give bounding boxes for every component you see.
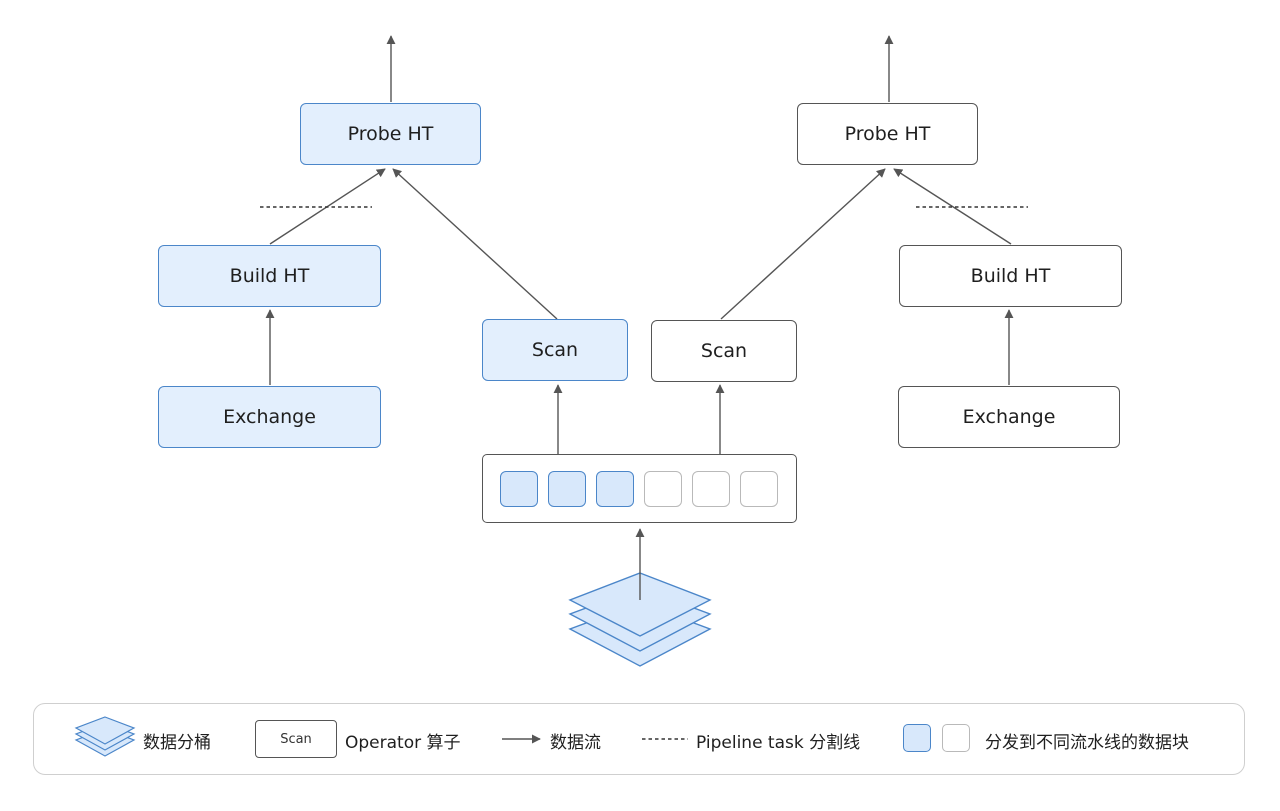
legend-pipeline-label: Pipeline task 分割线: [696, 733, 861, 753]
data-block-blue: [596, 470, 634, 507]
right-probe-ht-node: Probe HT: [797, 103, 978, 165]
legend-white-block-icon: [942, 724, 970, 752]
left-build-ht-label: Build HT: [229, 265, 310, 287]
data-block-white: [644, 470, 682, 507]
left-scan-label: Scan: [531, 339, 579, 361]
legend-buckets-label: 数据分桶: [143, 733, 211, 753]
data-block-white: [692, 470, 730, 507]
legend-operator-sample-box: Scan: [255, 720, 337, 758]
legend-operator-label: Operator 算子: [345, 733, 461, 753]
arrow-right-scan-to-probe: [720, 168, 886, 320]
data-block-blue: [500, 470, 538, 507]
left-probe-ht-node: Probe HT: [300, 103, 481, 165]
legend-operator-sample-text: Scan: [280, 731, 312, 747]
arrow-left-scan-to-probe: [392, 168, 558, 320]
legend: [33, 703, 1245, 775]
left-scan-node: Scan: [482, 319, 628, 381]
right-exchange-node: Exchange: [898, 386, 1120, 448]
right-scan-label: Scan: [700, 340, 748, 362]
legend-blue-block-icon: [903, 724, 931, 752]
left-exchange-label: Exchange: [223, 406, 316, 428]
data-buckets-icon: [568, 572, 712, 667]
left-probe-ht-label: Probe HT: [347, 123, 434, 145]
data-block-queue: [482, 454, 797, 523]
right-exchange-label: Exchange: [962, 406, 1056, 428]
legend-blocks-label: 分发到不同流水线的数据块: [985, 733, 1189, 753]
right-scan-node: Scan: [651, 320, 797, 382]
right-probe-ht-label: Probe HT: [844, 123, 931, 145]
data-block-blue: [548, 470, 586, 507]
left-build-ht-node: Build HT: [158, 245, 381, 307]
data-block-white: [740, 470, 778, 507]
right-build-ht-node: Build HT: [899, 245, 1122, 307]
right-build-ht-label: Build HT: [970, 265, 1051, 287]
left-exchange-node: Exchange: [158, 386, 381, 448]
arrow-right-build-to-probe: [893, 168, 1012, 245]
legend-buckets-icon: [74, 716, 136, 757]
legend-dataflow-label: 数据流: [550, 733, 601, 753]
